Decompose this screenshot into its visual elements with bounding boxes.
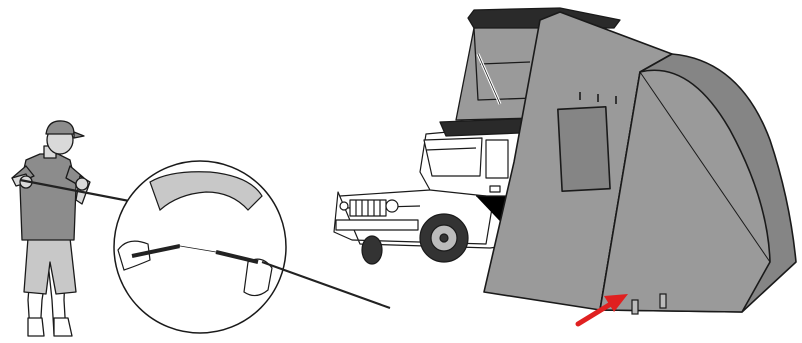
tent-pole-right (262, 262, 390, 308)
pole-joint-detail-callout (114, 161, 286, 333)
person-figure (12, 121, 90, 336)
suv-vehicle (334, 128, 520, 264)
